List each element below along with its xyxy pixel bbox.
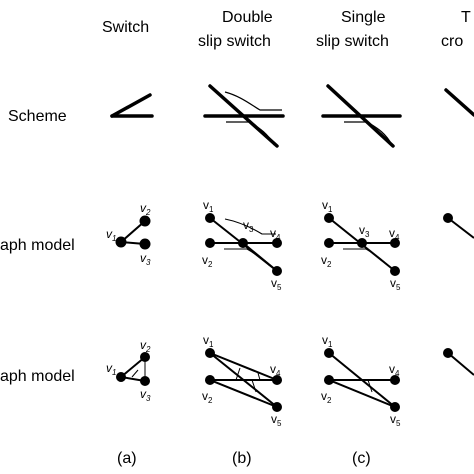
graph1-single-slip [324,213,400,276]
vertex-label-v4: v4 [389,362,400,378]
vertex-label-v5: v5 [390,412,401,428]
graph1-double-slip [205,213,282,276]
vertex-label-v4: v4 [389,226,400,242]
vertex-label-v5: v5 [271,412,282,428]
vertex-label-v5: v5 [271,276,282,292]
graph1-c-node-v1 [324,213,334,223]
row-label-graph-model-1: aph model [0,237,75,254]
vertex-label-v3: v3 [359,223,370,239]
column-header-crossing-line1: T [461,9,471,26]
graph2-b-node-v5 [272,402,282,412]
graph1-c-node-v4 [390,238,400,248]
vertex-label-v2: v2 [321,389,332,405]
column-header-double-line2: slip switch [198,33,271,50]
graph2-a-node-v2 [140,352,150,362]
vertex-label-v3: v3 [140,387,151,403]
graph2-c-node-v1 [324,348,334,358]
graph1-b-node-v3 [238,238,248,248]
graph1-a-node-v2 [139,215,151,227]
graph1-c-node-v5 [390,266,400,276]
graph1-b-node-v5 [272,266,282,276]
panel-label-a: (a) [117,450,137,467]
graph2-c-node-v2 [324,375,334,385]
graph2-switch [116,352,150,386]
scheme-switch [110,93,154,118]
scheme-single-slip [321,84,402,148]
graph2-b-node-v4 [272,375,282,385]
vertex-label-v3: v3 [140,251,151,267]
row-label-graph-model-2: aph model [0,368,75,385]
graph1-b-node-v1 [205,213,215,223]
graph1-b-node-v2 [205,238,215,248]
vertex-label-v2: v2 [140,338,151,354]
column-header-double-line1: Double [222,9,273,26]
panel-label-c: (c) [352,450,371,467]
panel-label-b: (b) [232,450,252,467]
graph1-c-node-v3 [357,238,367,248]
graph1-b-node-v4 [272,238,282,248]
vertex-label-v1: v1 [322,333,333,349]
vertex-label-v3: v3 [243,218,254,234]
graph2-a-node-v3 [140,376,150,386]
graph1-c-node-v2 [324,238,334,248]
vertex-label-v5: v5 [390,276,401,292]
graph2-c-node-v4 [390,375,400,385]
vertex-label-v2: v2 [321,253,332,269]
scheme-crossing-partial [444,88,474,117]
vertex-label-v4: v4 [270,226,281,242]
vertex-label-v4: v4 [270,362,281,378]
vertex-labels: v1 v2 v3 v1 v3 v4 v2 v5 v1 v3 v4 v2 v5 v… [106,198,401,428]
column-header-single-line1: Single [341,9,386,26]
column-header-crossing-line2: cro [441,33,463,50]
graph1-a-node-v3 [139,238,151,250]
row-label-scheme: Scheme [8,108,67,125]
column-header-switch: Switch [102,19,149,36]
vertex-label-v1: v1 [106,361,116,377]
column-header-single-line2: slip switch [316,33,389,50]
vertex-label-v1: v1 [203,198,214,214]
vertex-label-v2: v2 [140,201,151,217]
scheme-double-slip [203,84,285,148]
vertex-label-v1: v1 [322,198,333,214]
graph2-double-slip [205,348,282,412]
vertex-label-v2: v2 [202,253,213,269]
graph1-crossing-partial [443,213,474,239]
graph2-crossing-partial [443,348,474,376]
graph1-a-node-v1 [115,236,127,248]
graph2-single-slip [324,348,400,412]
graph2-a-node-v1 [116,372,126,382]
graph2-c-node-v5 [390,402,400,412]
graph2-b-node-v1 [205,348,215,358]
vertex-label-v2: v2 [202,389,213,405]
vertex-label-v1: v1 [106,227,116,243]
graph2-b-node-v2 [205,375,215,385]
vertex-label-v1: v1 [203,333,214,349]
graph1-switch [115,215,151,250]
